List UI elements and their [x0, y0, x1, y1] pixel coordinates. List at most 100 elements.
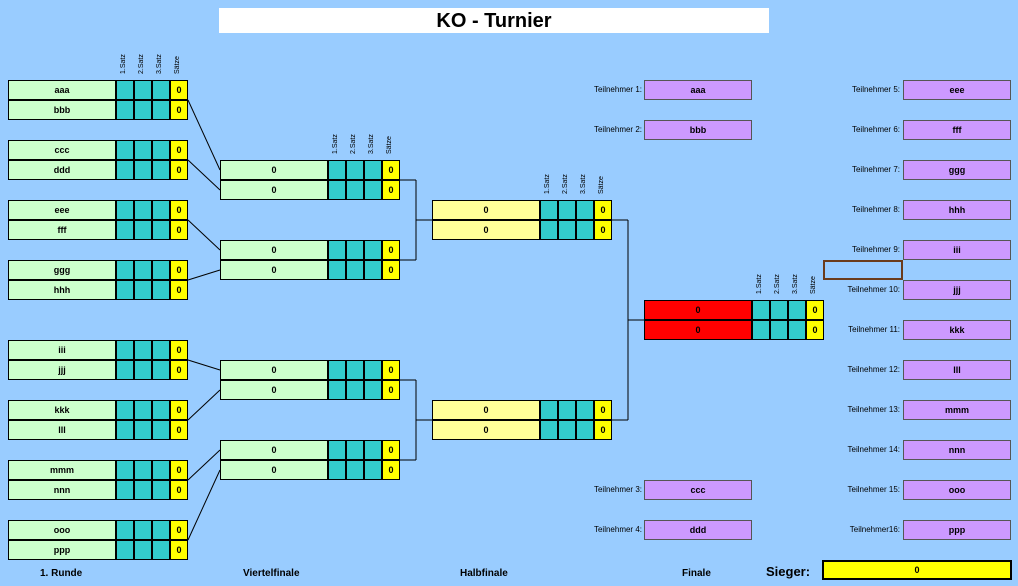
r1-match-3-set-3-cell[interactable]	[152, 200, 170, 220]
r1-match-6-set-3-cell[interactable]	[152, 400, 170, 420]
qf-match-1-set-2-cell[interactable]	[346, 160, 364, 180]
r1-match-7-set-2-cell[interactable]	[134, 460, 152, 480]
participant-16-name-field[interactable]: ppp	[903, 520, 1011, 540]
r1-match-6-set-1-cell[interactable]	[116, 400, 134, 420]
qf-match-4-player-name[interactable]: 0	[220, 460, 328, 480]
participant-9-name-field[interactable]: iii	[903, 240, 1011, 260]
r1-match-1-set-1-cell[interactable]	[116, 80, 134, 100]
r1-match-4-set-2-cell[interactable]	[134, 260, 152, 280]
r1-match-2-set-2-cell[interactable]	[134, 140, 152, 160]
r1-match-3-set-2-cell[interactable]	[134, 220, 152, 240]
r1-match-7-set-2-cell[interactable]	[134, 480, 152, 500]
qf-match-2-set-3-cell[interactable]	[364, 260, 382, 280]
r1-match-2-set-1-cell[interactable]	[116, 160, 134, 180]
participant-7-name-field[interactable]: ggg	[903, 160, 1011, 180]
r1-match-8-set-3-cell[interactable]	[152, 540, 170, 560]
r1-match-3-set-3-cell[interactable]	[152, 220, 170, 240]
sf-match-2-set-1-cell[interactable]	[540, 400, 558, 420]
participant-3-name-field[interactable]: ccc	[644, 480, 752, 500]
qf-match-4-set-3-cell[interactable]	[364, 460, 382, 480]
r1-match-5-set-2-cell[interactable]	[134, 340, 152, 360]
qf-match-4-set-2-cell[interactable]	[346, 440, 364, 460]
r1-match-4-player-name[interactable]: hhh	[8, 280, 116, 300]
participant-1-name-field[interactable]: aaa	[644, 80, 752, 100]
qf-match-1-set-1-cell[interactable]	[328, 180, 346, 200]
final-match-set-3-cell[interactable]	[788, 320, 806, 340]
r1-match-3-set-1-cell[interactable]	[116, 200, 134, 220]
r1-match-7-set-1-cell[interactable]	[116, 480, 134, 500]
r1-match-4-set-3-cell[interactable]	[152, 280, 170, 300]
qf-match-3-set-1-cell[interactable]	[328, 360, 346, 380]
sf-match-2-player-name[interactable]: 0	[432, 400, 540, 420]
sf-match-2-set-3-cell[interactable]	[576, 400, 594, 420]
qf-match-4-set-2-cell[interactable]	[346, 460, 364, 480]
qf-match-4-player-name[interactable]: 0	[220, 440, 328, 460]
final-match-player-name[interactable]: 0	[644, 300, 752, 320]
r1-match-8-set-2-cell[interactable]	[134, 540, 152, 560]
sf-match-1-set-2-cell[interactable]	[558, 200, 576, 220]
r1-match-2-set-3-cell[interactable]	[152, 160, 170, 180]
sf-match-2-player-name[interactable]: 0	[432, 420, 540, 440]
r1-match-5-set-2-cell[interactable]	[134, 360, 152, 380]
qf-match-2-set-3-cell[interactable]	[364, 240, 382, 260]
sf-match-1-set-2-cell[interactable]	[558, 220, 576, 240]
r1-match-5-set-1-cell[interactable]	[116, 340, 134, 360]
r1-match-5-set-3-cell[interactable]	[152, 360, 170, 380]
qf-match-1-set-1-cell[interactable]	[328, 160, 346, 180]
final-match-player-name[interactable]: 0	[644, 320, 752, 340]
qf-match-3-player-name[interactable]: 0	[220, 380, 328, 400]
winner-value[interactable]: 0	[822, 560, 1012, 580]
qf-match-4-set-3-cell[interactable]	[364, 440, 382, 460]
qf-match-2-player-name[interactable]: 0	[220, 260, 328, 280]
r1-match-3-set-1-cell[interactable]	[116, 220, 134, 240]
final-match-set-1-cell[interactable]	[752, 320, 770, 340]
participant-13-name-field[interactable]: mmm	[903, 400, 1011, 420]
r1-match-5-set-3-cell[interactable]	[152, 340, 170, 360]
r1-match-6-set-3-cell[interactable]	[152, 420, 170, 440]
qf-match-3-set-2-cell[interactable]	[346, 360, 364, 380]
participant-12-name-field[interactable]: lll	[903, 360, 1011, 380]
r1-match-6-player-name[interactable]: kkk	[8, 400, 116, 420]
r1-match-6-set-2-cell[interactable]	[134, 400, 152, 420]
r1-match-5-player-name[interactable]: jjj	[8, 360, 116, 380]
r1-match-8-set-3-cell[interactable]	[152, 520, 170, 540]
qf-match-1-set-3-cell[interactable]	[364, 180, 382, 200]
r1-match-8-set-2-cell[interactable]	[134, 520, 152, 540]
r1-match-8-set-1-cell[interactable]	[116, 520, 134, 540]
sf-match-2-set-1-cell[interactable]	[540, 420, 558, 440]
sf-match-2-set-2-cell[interactable]	[558, 400, 576, 420]
participant-2-name-field[interactable]: bbb	[644, 120, 752, 140]
sf-match-1-player-name[interactable]: 0	[432, 200, 540, 220]
participant-15-name-field[interactable]: ooo	[903, 480, 1011, 500]
r1-match-1-set-2-cell[interactable]	[134, 100, 152, 120]
qf-match-4-set-1-cell[interactable]	[328, 440, 346, 460]
qf-match-1-player-name[interactable]: 0	[220, 180, 328, 200]
r1-match-4-set-1-cell[interactable]	[116, 260, 134, 280]
qf-match-2-set-1-cell[interactable]	[328, 260, 346, 280]
r1-match-7-set-3-cell[interactable]	[152, 460, 170, 480]
qf-match-1-set-3-cell[interactable]	[364, 160, 382, 180]
selected-cell[interactable]	[823, 260, 903, 280]
sf-match-2-set-2-cell[interactable]	[558, 420, 576, 440]
qf-match-4-set-1-cell[interactable]	[328, 460, 346, 480]
qf-match-3-set-2-cell[interactable]	[346, 380, 364, 400]
participant-5-name-field[interactable]: eee	[903, 80, 1011, 100]
r1-match-6-set-1-cell[interactable]	[116, 420, 134, 440]
participant-10-name-field[interactable]: jjj	[903, 280, 1011, 300]
participant-11-name-field[interactable]: kkk	[903, 320, 1011, 340]
sf-match-1-set-1-cell[interactable]	[540, 200, 558, 220]
r1-match-7-set-1-cell[interactable]	[116, 460, 134, 480]
r1-match-5-player-name[interactable]: iii	[8, 340, 116, 360]
final-match-set-1-cell[interactable]	[752, 300, 770, 320]
qf-match-3-set-3-cell[interactable]	[364, 380, 382, 400]
r1-match-6-player-name[interactable]: lll	[8, 420, 116, 440]
r1-match-8-player-name[interactable]: ppp	[8, 540, 116, 560]
r1-match-7-set-3-cell[interactable]	[152, 480, 170, 500]
r1-match-5-set-1-cell[interactable]	[116, 360, 134, 380]
participant-6-name-field[interactable]: fff	[903, 120, 1011, 140]
r1-match-8-set-1-cell[interactable]	[116, 540, 134, 560]
r1-match-4-set-3-cell[interactable]	[152, 260, 170, 280]
r1-match-1-set-1-cell[interactable]	[116, 100, 134, 120]
participant-4-name-field[interactable]: ddd	[644, 520, 752, 540]
r1-match-3-set-2-cell[interactable]	[134, 200, 152, 220]
